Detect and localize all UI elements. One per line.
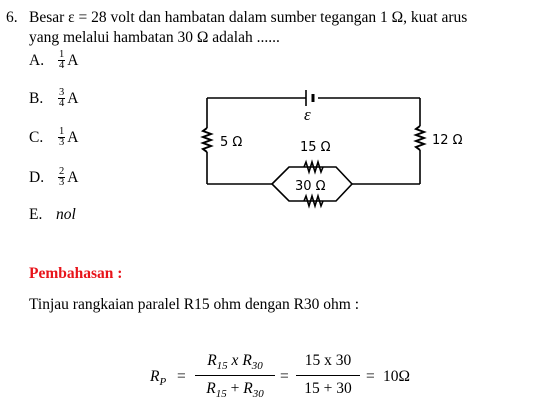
option-unit: A — [67, 89, 79, 107]
resistor-5-icon — [200, 127, 214, 153]
option-label: B. — [29, 89, 44, 107]
formula-times: x — [231, 352, 239, 369]
formula-fraction-2-numerator: 15 x 30 — [304, 352, 352, 369]
option-unit: A — [67, 51, 79, 69]
r30-label: 30 Ω — [295, 179, 326, 194]
parallel-block-outline — [270, 166, 354, 202]
formula-subscript: 30 — [252, 388, 264, 401]
formula-subscript: 15 — [215, 388, 227, 401]
r15-label: 15 Ω — [300, 140, 331, 155]
formula-lhs-subscript: P — [159, 376, 167, 389]
fraction-denominator: 3 — [59, 137, 65, 148]
formula-symbol: R — [242, 352, 252, 369]
option-unit: A — [67, 128, 79, 146]
option-label: C. — [29, 128, 44, 146]
formula-subscript: 30 — [251, 360, 263, 373]
formula-lhs-symbol: R — [150, 368, 160, 385]
option-label: A. — [29, 51, 45, 69]
fraction-denominator: 4 — [59, 98, 65, 109]
option-label: D. — [29, 168, 45, 186]
fraction-numerator: 1 — [58, 126, 66, 138]
formula-plus: + — [230, 380, 240, 397]
formula-fraction-1-numerator: R15 x R30 — [195, 352, 275, 372]
emf-label: ε — [304, 105, 311, 124]
formula-symbol: R — [243, 380, 253, 397]
r12-label: 12 Ω — [432, 133, 463, 148]
option-e: E. nol — [29, 206, 76, 224]
formula-symbol: R — [207, 352, 217, 369]
formula-fraction-1-denominator: R15 + R30 — [195, 380, 275, 400]
option-text: nol — [56, 206, 76, 223]
question-line-2: yang melalui hambatan 30 Ω adalah ...... — [29, 29, 280, 46]
resistor-12-icon — [413, 125, 427, 151]
fraction-denominator: 4 — [59, 60, 65, 71]
circuit-diagram: ε 5 Ω 12 Ω 15 Ω 30 Ω — [200, 90, 463, 209]
formula-result: 10Ω — [383, 368, 411, 385]
resistor-15-icon — [303, 159, 324, 175]
resistor-30-icon — [303, 193, 324, 209]
formula-symbol: R — [206, 380, 216, 397]
option-label: E. — [29, 206, 43, 223]
fraction-denominator: 3 — [59, 177, 65, 188]
r5-label: 5 Ω — [220, 135, 242, 150]
formula-subscript: 15 — [216, 360, 228, 373]
formula-lhs: RP — [150, 368, 166, 388]
solution-heading: Pembahasan : — [29, 265, 123, 282]
fraction-numerator: 3 — [58, 87, 66, 99]
question-number: 6. — [6, 9, 18, 26]
formula-fraction-1-bar — [195, 375, 275, 376]
formula-equals-1: = — [177, 368, 186, 385]
solution-text: Tinjau rangkaian paralel R15 ohm dengan … — [29, 296, 360, 313]
formula-equals-2: = — [280, 368, 289, 385]
formula-equals-3: = — [366, 368, 375, 385]
question-line-1: Besar ε = 28 volt dan hambatan dalam sum… — [29, 9, 468, 26]
fraction-numerator: 1 — [58, 49, 66, 61]
fraction-numerator: 2 — [58, 166, 66, 178]
option-unit: A — [67, 168, 79, 186]
formula-fraction-2-denominator: 15 + 30 — [304, 380, 352, 397]
formula: RP = R15 x R30 R15 + R30 = 15 x 30 15 + … — [150, 352, 420, 408]
formula-fraction-2-bar — [296, 375, 360, 376]
